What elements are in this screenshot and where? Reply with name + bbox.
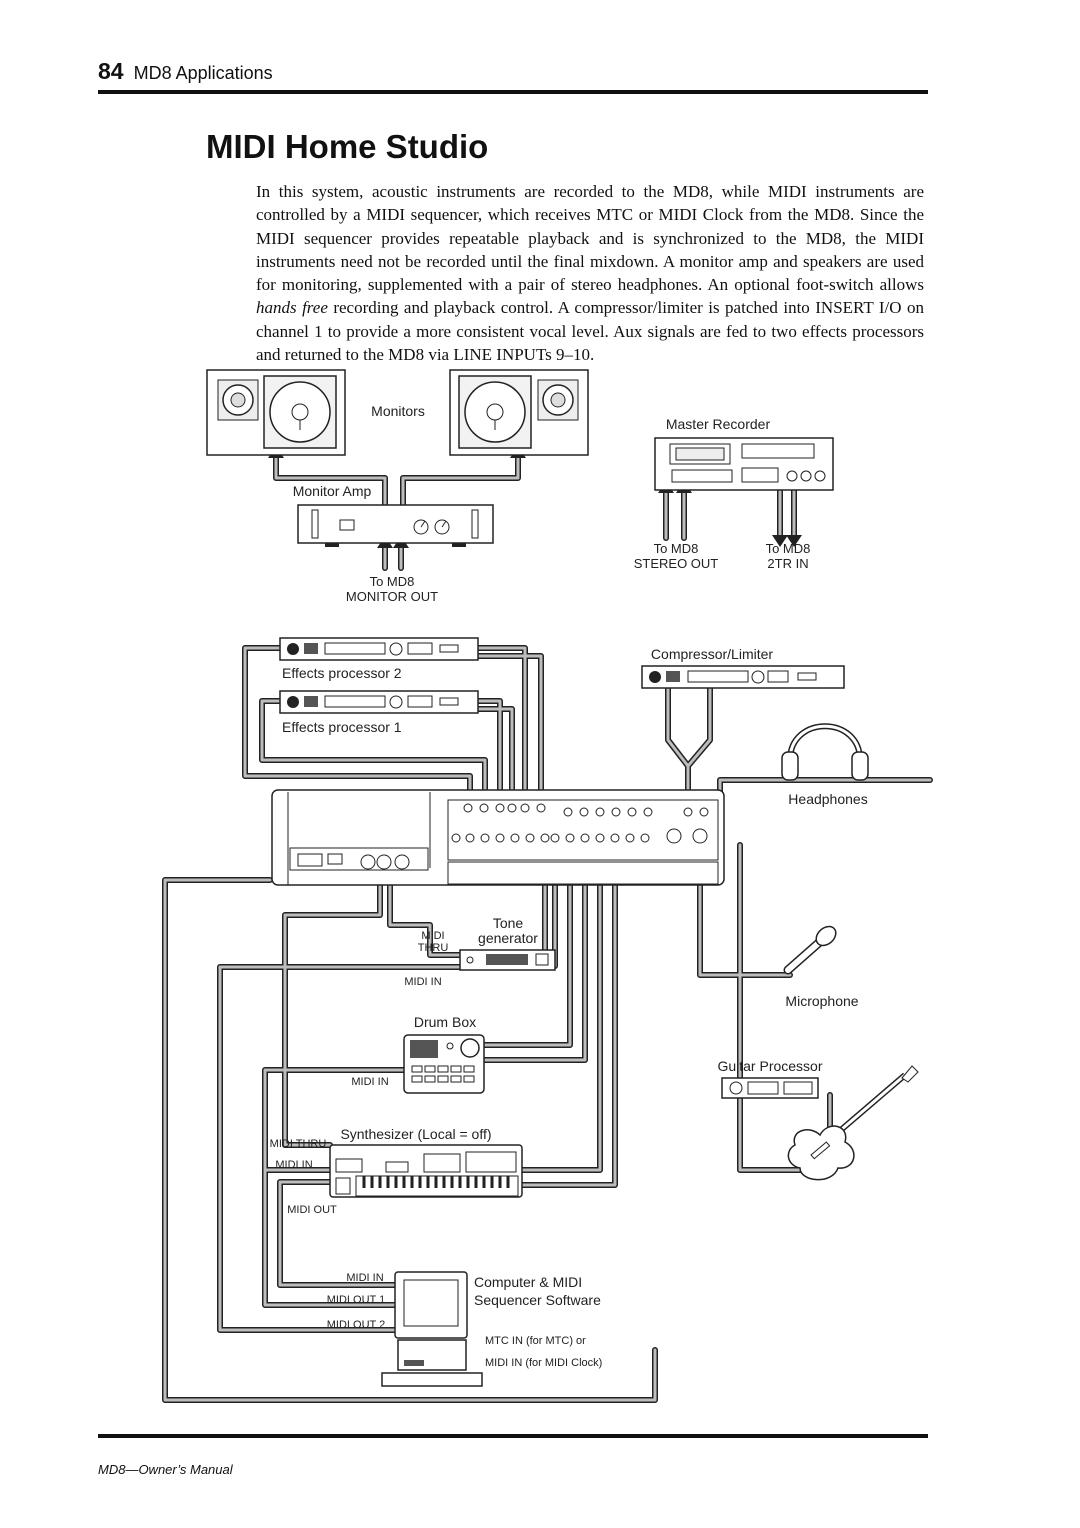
computer-midi-in-label: MIDI IN xyxy=(346,1272,383,1284)
effects-processor-2 xyxy=(279,637,479,661)
tone-generator-label-1: Tone xyxy=(493,915,524,931)
mtc-in-label: MTC IN (for MTC) or xyxy=(485,1335,586,1347)
computer-label-1: Computer & MIDI xyxy=(474,1274,582,1290)
headphones xyxy=(781,723,869,781)
header-rule xyxy=(98,90,928,94)
effects-processor-1-label: Effects processor 1 xyxy=(282,719,402,735)
intro-text-1: In this system, acoustic instruments are… xyxy=(256,182,924,295)
drum-midi-in-label: MIDI IN xyxy=(351,1076,388,1088)
to-md8-monitor-label: To MD8 xyxy=(370,574,415,589)
footer: MD8—Owner’s Manual xyxy=(98,1462,233,1477)
page-number: 84 xyxy=(98,58,124,84)
section-title: MD8 Applications xyxy=(133,63,273,83)
tone-midi-thru-label-1: MIDI xyxy=(421,930,444,942)
monitor-amp-label: Monitor Amp xyxy=(293,483,372,499)
computer-midi-out1-label: MIDI OUT 1 xyxy=(327,1294,385,1306)
synthesizer xyxy=(329,1144,523,1198)
drum-box-label: Drum Box xyxy=(414,1014,476,1030)
cables xyxy=(162,446,933,1403)
synth-midi-thru-label: MIDI THRU xyxy=(270,1138,327,1150)
computer-midi-out2-label: MIDI OUT 2 xyxy=(327,1319,385,1331)
to-md8-stereo-label: To MD8 xyxy=(654,541,699,556)
headphones-label: Headphones xyxy=(788,791,867,807)
drum-box xyxy=(403,1034,485,1094)
computer xyxy=(381,1271,483,1387)
effects-processor-2-label: Effects processor 2 xyxy=(282,665,402,681)
microphone xyxy=(783,925,837,975)
intro-paragraph: In this system, acoustic instruments are… xyxy=(256,180,924,366)
electric-guitar xyxy=(787,1065,919,1181)
footer-rule xyxy=(98,1434,928,1438)
md8-recorder xyxy=(271,789,725,886)
midi-in-clock-label: MIDI IN (for MIDI Clock) xyxy=(485,1357,602,1369)
intro-text-2: recording and playback control. A compre… xyxy=(256,298,924,365)
compressor-label: Compressor/Limiter xyxy=(651,646,773,662)
guitar-processor xyxy=(721,1077,819,1099)
effects-processor-1 xyxy=(279,690,479,714)
to-md8-2trin-label: To MD8 xyxy=(766,541,811,556)
tone-generator-label-2: generator xyxy=(478,930,538,946)
compressor-limiter xyxy=(641,665,845,689)
tone-midi-in-label: MIDI IN xyxy=(404,976,441,988)
guitar-processor-label: Guitar Processor xyxy=(717,1058,822,1074)
monitor-speaker-left xyxy=(206,369,346,456)
monitor-amp xyxy=(297,504,494,547)
microphone-label: Microphone xyxy=(785,993,858,1009)
page-title: MIDI Home Studio xyxy=(206,128,489,165)
master-recorder xyxy=(654,437,834,491)
monitor-out-label: MONITOR OUT xyxy=(346,589,438,604)
intro-emphasis: hands free xyxy=(256,298,328,318)
synthesizer-label: Synthesizer (Local = off) xyxy=(340,1126,491,1142)
page-header: 84 MD8 Applications xyxy=(98,58,273,85)
2tr-in-label: 2TR IN xyxy=(767,556,808,571)
monitor-speaker-right xyxy=(449,369,589,456)
computer-label-2: Sequencer Software xyxy=(474,1292,601,1308)
synth-midi-in-label: MIDI IN xyxy=(275,1159,312,1171)
tone-generator xyxy=(459,949,556,971)
synth-midi-out-label: MIDI OUT xyxy=(287,1204,337,1216)
master-recorder-label: Master Recorder xyxy=(666,416,771,432)
monitors-label: Monitors xyxy=(371,403,425,419)
stereo-out-label: STEREO OUT xyxy=(634,556,719,571)
tone-midi-thru-label-2: THRU xyxy=(418,942,449,954)
